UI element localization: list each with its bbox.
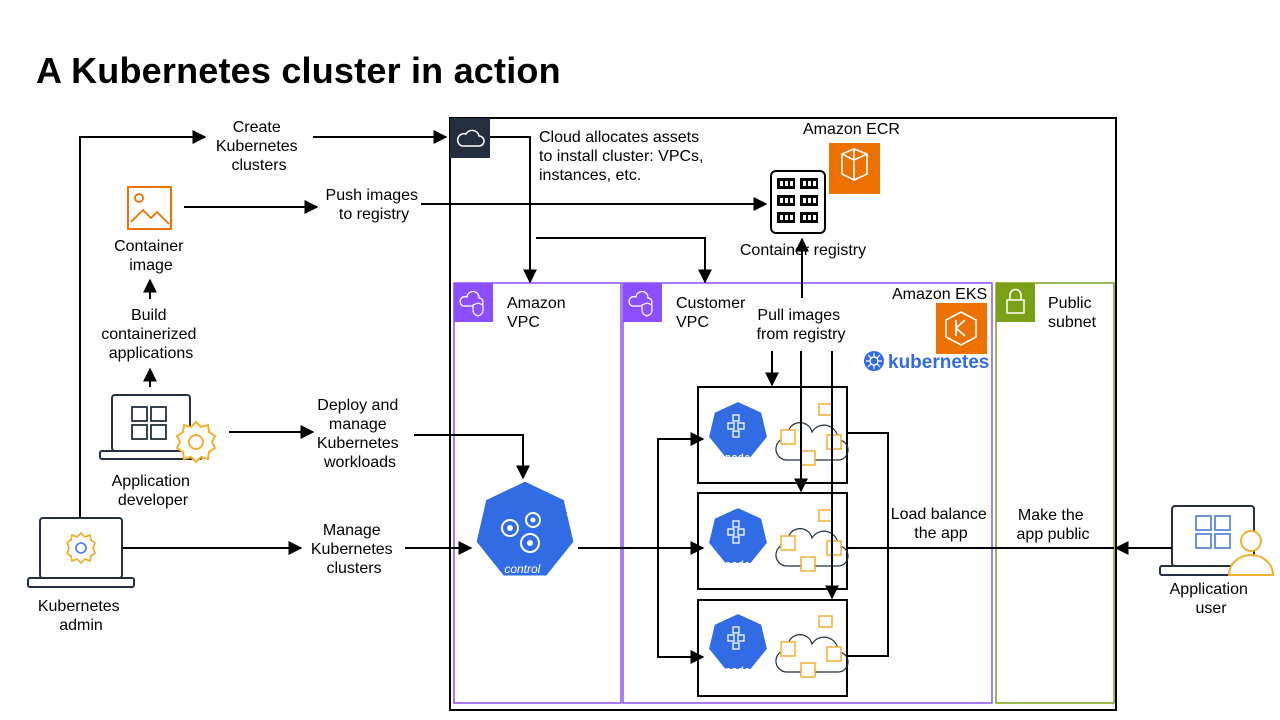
manage-clusters-label: Manage Kubernetes clusters <box>311 522 397 577</box>
kubernetes-node-icon <box>706 505 770 565</box>
container-registry-icon <box>770 170 826 234</box>
amazon-eks-label: Amazon EKS <box>892 286 987 303</box>
container-registry-label: Container registry <box>740 242 866 259</box>
deploy-workloads-label: Deploy and manage Kubernetes workloads <box>317 397 403 471</box>
pods-cloud-icon <box>775 509 849 572</box>
amazon-ecr-icon <box>829 143 880 194</box>
build-apps-label: Build containerized applications <box>101 307 201 362</box>
make-public-label: Make the app public <box>1017 507 1090 543</box>
lock-icon <box>996 283 1035 322</box>
customer-vpc-box <box>622 282 993 704</box>
page-title: A Kubernetes cluster in action <box>36 50 561 91</box>
application-user-label: Application user <box>1170 581 1253 617</box>
node-label: node <box>725 559 751 569</box>
pull-images-label: Pull images from registry <box>757 307 846 343</box>
kubernetes-brand-label: kubernetes <box>888 352 989 373</box>
vpc-shield-icon <box>623 283 662 322</box>
create-clusters-label: Create Kubernetes clusters <box>216 119 302 174</box>
kubernetes-node-icon <box>706 399 770 459</box>
load-balance-label: Load balance the app <box>891 506 992 542</box>
admin-laptop-icon <box>27 517 135 588</box>
kubernetes-admin-label: Kubernetes admin <box>38 598 124 634</box>
application-developer-label: Application developer <box>112 473 195 509</box>
node-label: node <box>725 452 751 462</box>
container-image-icon <box>127 186 172 230</box>
pods-cloud-icon <box>775 403 849 466</box>
aws-cloud-boundary <box>449 117 1117 711</box>
developer-laptop-icon <box>99 394 217 464</box>
vpc-shield-icon <box>454 283 493 322</box>
control-plane-label: control plane <box>504 562 543 588</box>
cloud-icon <box>450 118 490 158</box>
kubernetes-logo-icon <box>864 351 884 371</box>
amazon-vpc-box <box>453 282 622 704</box>
control-plane-icon <box>473 478 577 579</box>
customer-vpc-label: Customer VPC <box>676 295 750 331</box>
amazon-ecr-label: Amazon ECR <box>803 121 900 138</box>
push-images-label: Push images to registry <box>326 187 423 223</box>
connectors <box>79 130 1172 664</box>
public-subnet-box <box>995 282 1115 704</box>
public-subnet-label: Public subnet <box>1048 295 1097 331</box>
node-label: node <box>725 665 751 675</box>
amazon-eks-icon <box>936 303 987 354</box>
amazon-vpc-label: Amazon VPC <box>507 295 570 331</box>
kubernetes-node-icon <box>706 611 770 671</box>
cloud-allocates-label: Cloud allocates assets to install cluste… <box>539 129 708 184</box>
pods-cloud-icon <box>775 615 849 678</box>
container-image-label: Container image <box>114 238 188 274</box>
application-user-icon <box>1159 505 1275 576</box>
